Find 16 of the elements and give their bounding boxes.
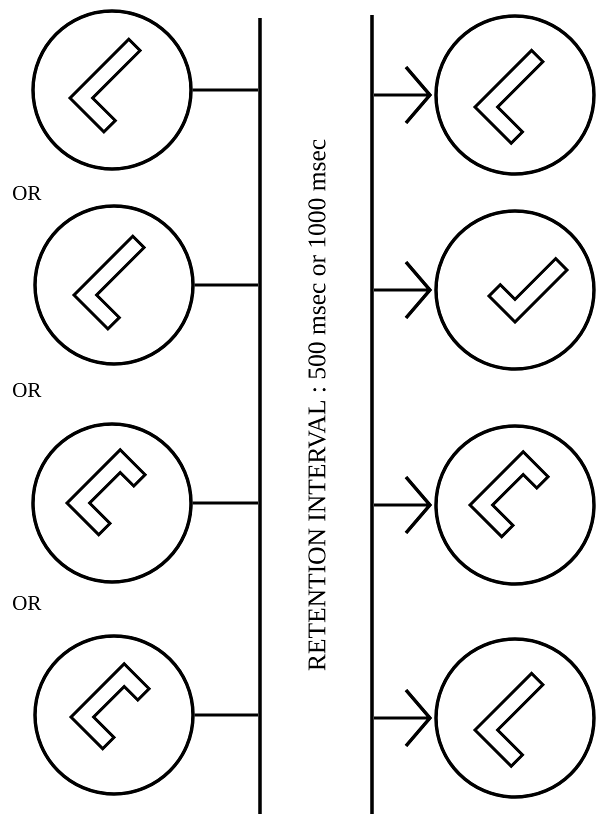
- stimulus-circle: [33, 634, 195, 796]
- stimulus-circle: [33, 204, 195, 366]
- or-label: OR: [13, 382, 42, 398]
- stimulus-circle: [31, 422, 193, 584]
- connector-line: [192, 502, 258, 504]
- stimulus-circle: [434, 424, 596, 586]
- stimulus-circle: [434, 14, 596, 176]
- connector-line: [192, 88, 258, 92]
- stimulus-circle: [434, 637, 596, 799]
- stimulus-circle: [434, 209, 596, 371]
- connector-line: [194, 284, 258, 286]
- interval-label: RETENTION INTERVAL : 500 msec or 1000 msec: [308, 140, 326, 670]
- stimulus-circle: [31, 9, 193, 171]
- or-label: OR: [13, 186, 42, 200]
- connector-line: [194, 714, 258, 716]
- or-label: OR: [13, 596, 42, 610]
